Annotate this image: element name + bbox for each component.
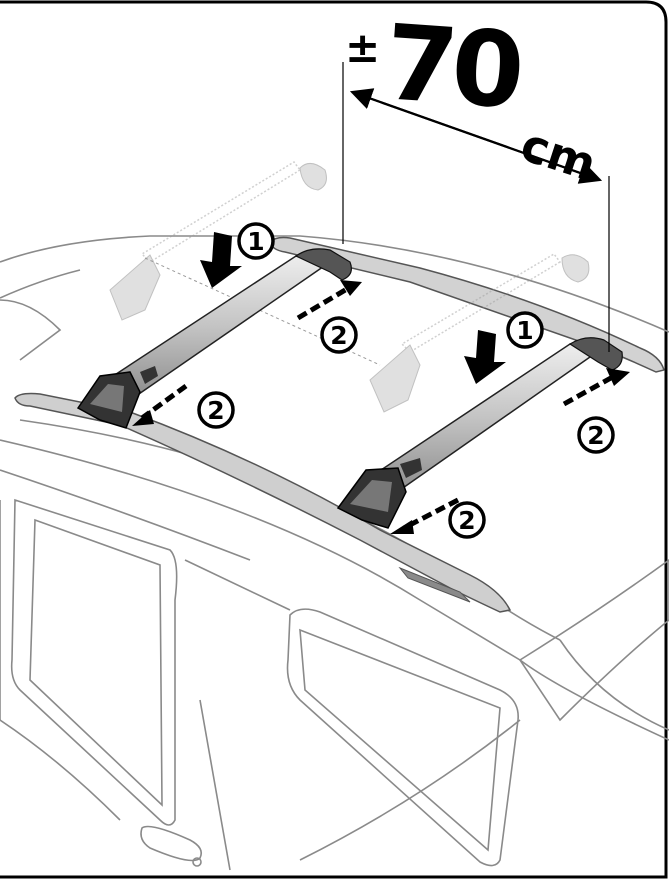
door-line	[184, 559, 291, 611]
lock-cylinder	[192, 857, 202, 867]
down-arrow-front	[464, 330, 506, 384]
step-1-front-label: 1	[516, 316, 533, 345]
roof-rail-near	[14, 392, 512, 613]
crossbar-rear	[76, 248, 352, 429]
step-2-rear-far-label: 2	[330, 321, 347, 350]
rear-window-inner	[299, 628, 501, 852]
step-2-front-far-label: 2	[587, 421, 604, 450]
quarter-glass	[518, 559, 669, 722]
step-1-front-badge: 1	[506, 311, 544, 349]
rear-pillar	[559, 639, 669, 731]
slide-arrow-rear-near	[132, 383, 188, 426]
windshield	[0, 299, 62, 361]
down-arrow-rear	[200, 232, 242, 288]
rear-window	[286, 608, 519, 867]
roof-edge	[0, 269, 81, 299]
slide-arrow-front-far	[562, 368, 630, 407]
dimension-plus-minus: ±	[345, 23, 380, 72]
step-1-rear-label: 1	[247, 227, 264, 256]
ghost-guide-line	[144, 257, 381, 366]
beltline	[0, 439, 669, 741]
door-seam	[0, 719, 121, 821]
ghost-bar-rear	[109, 161, 327, 321]
slide-arrow-front-near	[390, 497, 460, 534]
step-2-rear-near-label: 2	[207, 396, 224, 425]
step-2-rear-far-badge: 2	[320, 316, 358, 354]
step-2-front-near-label: 2	[458, 506, 475, 535]
step-2-rear-near-badge: 2	[197, 391, 235, 429]
door-line-lower	[199, 699, 231, 871]
door-handle	[140, 825, 203, 862]
front-window	[10, 498, 178, 826]
body-side-upper	[0, 469, 251, 561]
crossbar-front	[336, 337, 623, 529]
dimension-value: 70	[381, 1, 524, 132]
slide-arrow-rear-far	[296, 280, 362, 321]
ghost-bar-front	[369, 253, 590, 413]
dimension-unit: cm	[515, 117, 603, 192]
roof-outline	[0, 235, 669, 333]
body-line	[299, 719, 521, 861]
step-2-front-near-badge: 2	[448, 501, 486, 539]
step-1-rear-badge: 1	[237, 222, 275, 260]
step-2-front-far-badge: 2	[577, 416, 615, 454]
front-window-inner	[29, 518, 163, 807]
